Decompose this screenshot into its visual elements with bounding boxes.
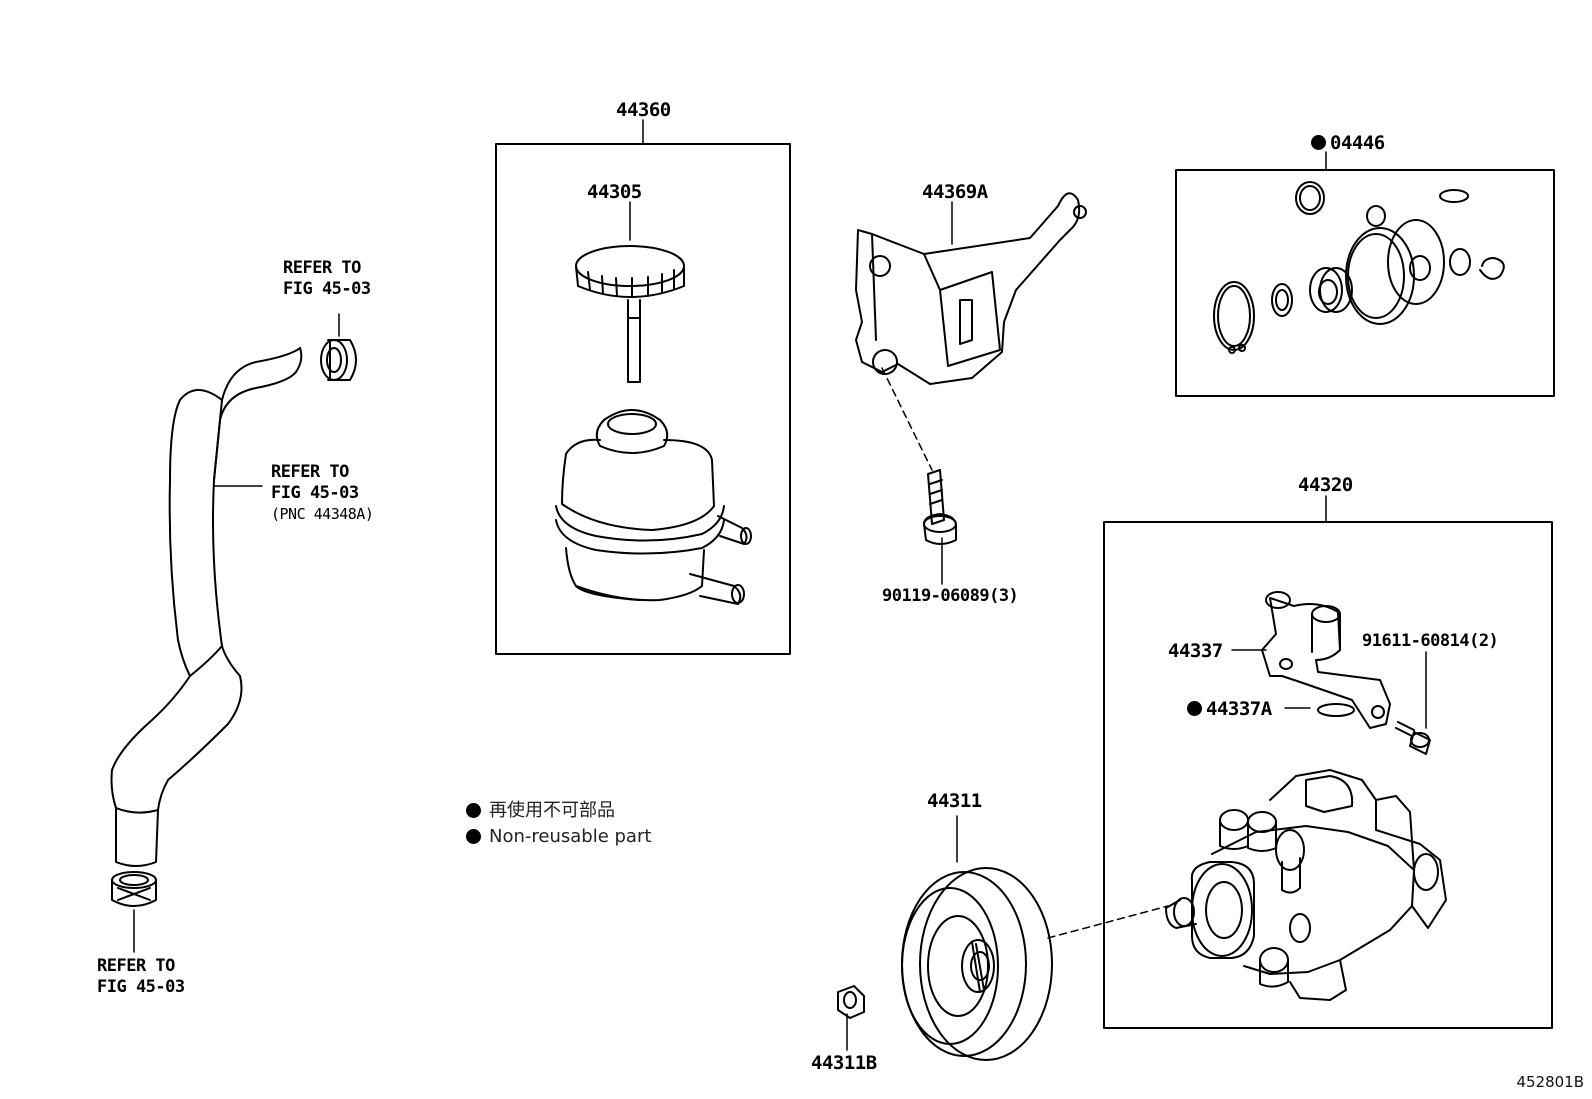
reservoir-tank bbox=[555, 409, 752, 605]
filled-circle-icon bbox=[466, 829, 481, 844]
label-44311: 44311 bbox=[927, 790, 982, 812]
o-ring-44337a bbox=[1317, 703, 1355, 717]
ref-top-line2: FIG 45-03 bbox=[283, 279, 371, 299]
label-44305: 44305 bbox=[587, 181, 642, 203]
label-90119: 90119-06089(3) bbox=[882, 586, 1019, 606]
legend-japanese-text: 再使用不可部品 bbox=[489, 800, 615, 821]
bracket bbox=[855, 192, 1087, 385]
legend-row-english: Non-reusable part bbox=[466, 824, 651, 850]
ref-bottom-line1: REFER TO bbox=[97, 956, 175, 976]
label-44337: 44337 bbox=[1168, 640, 1223, 662]
label-44320: 44320 bbox=[1298, 474, 1353, 496]
ref-middle-line3: (PNC 44348A) bbox=[271, 505, 374, 523]
ref-middle-line1: REFER TO bbox=[271, 462, 349, 482]
label-04446: 04446 bbox=[1311, 132, 1385, 154]
pump-body bbox=[1165, 769, 1447, 1001]
dashed-lines bbox=[881, 367, 1169, 939]
bolt-90119 bbox=[923, 469, 957, 545]
union-44337 bbox=[1261, 591, 1391, 729]
bolt-91611 bbox=[1395, 721, 1431, 755]
box-44320 bbox=[1103, 521, 1553, 1029]
filled-circle-icon bbox=[1187, 701, 1202, 716]
label-44369a: 44369A bbox=[922, 181, 988, 203]
label-44337a-text: 44337A bbox=[1206, 698, 1272, 720]
leader-lines bbox=[133, 119, 1427, 1051]
label-91611: 91611-60814(2) bbox=[1362, 631, 1499, 651]
ref-top: REFER TO FIG 45-03 bbox=[283, 258, 371, 300]
box-44360 bbox=[495, 143, 791, 655]
legend-english-text: Non-reusable part bbox=[489, 826, 652, 847]
clamp-bottom bbox=[111, 871, 157, 907]
label-04446-text: 04446 bbox=[1330, 132, 1385, 154]
filled-circle-icon bbox=[1311, 135, 1326, 150]
reservoir-cap bbox=[575, 245, 685, 383]
hose bbox=[110, 347, 303, 867]
legend-row-japanese: 再使用不可部品 bbox=[466, 798, 651, 824]
nut-44311b bbox=[837, 985, 865, 1019]
pulley bbox=[901, 867, 1053, 1061]
legend: 再使用不可部品 Non-reusable part bbox=[466, 798, 651, 850]
seal-kit bbox=[1213, 181, 1505, 354]
clamp-top bbox=[320, 339, 357, 381]
illustration-code: 452801B bbox=[1516, 1073, 1584, 1091]
label-44311b: 44311B bbox=[811, 1052, 877, 1074]
ref-top-line1: REFER TO bbox=[283, 258, 361, 278]
filled-circle-icon bbox=[466, 803, 481, 818]
ref-middle-line2: FIG 45-03 bbox=[271, 483, 359, 503]
ref-middle: REFER TO FIG 45-03 (PNC 44348A) bbox=[271, 462, 374, 525]
box-04446 bbox=[1175, 169, 1555, 397]
ref-bottom: REFER TO FIG 45-03 bbox=[97, 956, 185, 998]
label-44360: 44360 bbox=[616, 99, 671, 121]
ref-bottom-line2: FIG 45-03 bbox=[97, 977, 185, 997]
label-44337a: 44337A bbox=[1187, 698, 1272, 720]
